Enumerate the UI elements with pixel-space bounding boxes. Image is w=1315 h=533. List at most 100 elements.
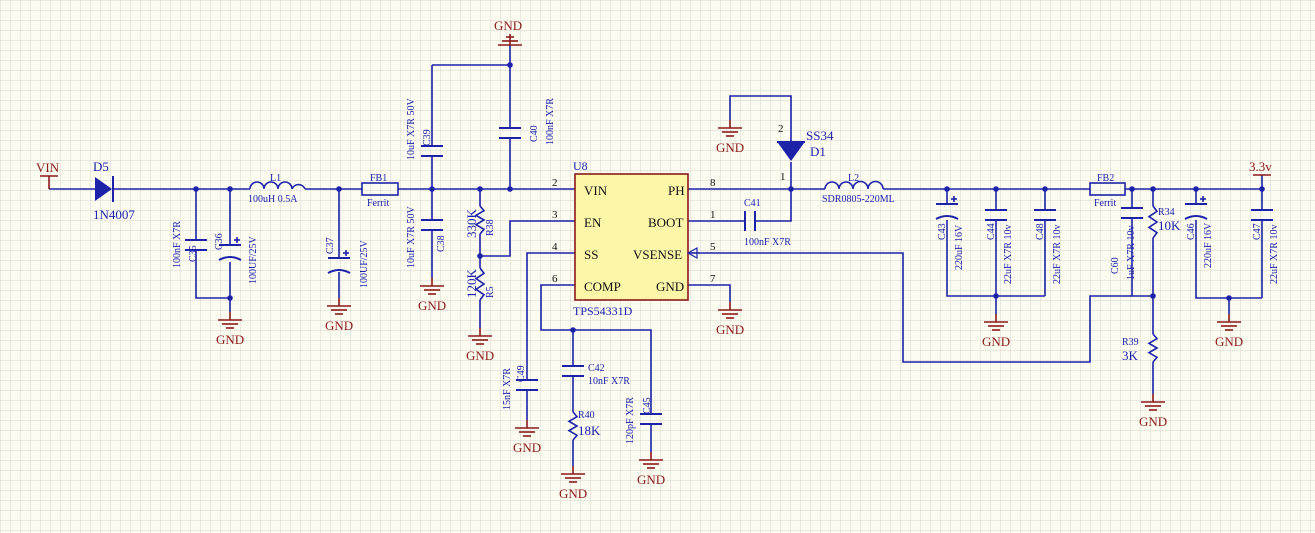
- svg-text:FB1: FB1: [370, 173, 387, 184]
- svg-text:1: 1: [780, 171, 786, 183]
- svg-text:5: 5: [710, 241, 716, 253]
- gnd-symbol: GND: [325, 298, 353, 333]
- svg-text:SS34: SS34: [806, 128, 834, 143]
- wires: [49, 45, 1263, 466]
- resistor: [1147, 333, 1159, 363]
- svg-text:22uF X7R 10v: 22uF X7R 10v: [1052, 225, 1063, 284]
- capacitor: [935, 196, 959, 220]
- svg-text:EN: EN: [584, 215, 602, 230]
- capacitor: [640, 413, 662, 425]
- resistor: [474, 205, 486, 235]
- svg-text:C41: C41: [744, 198, 761, 209]
- capacitor: [562, 365, 584, 377]
- svg-text:D1: D1: [810, 144, 826, 159]
- svg-text:100nF X7R: 100nF X7R: [172, 221, 183, 268]
- ic-u8: U8 TPS54331D VIN EN SS COMP PH BOOT VSEN…: [552, 159, 716, 318]
- svg-text:GND: GND: [1215, 334, 1243, 349]
- svg-text:COMP: COMP: [584, 279, 621, 294]
- svg-text:C37: C37: [325, 237, 336, 254]
- svg-text:C35: C35: [188, 245, 199, 262]
- capacitor: [1121, 207, 1143, 219]
- svg-text:GND: GND: [494, 18, 522, 33]
- svg-text:R38: R38: [485, 219, 496, 236]
- capacitor: [499, 127, 521, 139]
- svg-text:3K: 3K: [1122, 348, 1139, 363]
- svg-text:22uF X7R 10v: 22uF X7R 10v: [1003, 225, 1014, 284]
- svg-text:C39: C39: [422, 129, 433, 146]
- gnd-symbol-top: GND: [494, 18, 522, 46]
- svg-text:3: 3: [552, 209, 558, 221]
- svg-text:GND: GND: [716, 140, 744, 155]
- svg-text:VIN: VIN: [584, 183, 608, 198]
- vin-port: VIN: [36, 160, 60, 189]
- svg-text:SDR0805-220ML: SDR0805-220ML: [822, 194, 895, 205]
- gnd-symbol: GND: [418, 278, 446, 313]
- svg-text:10K: 10K: [1158, 218, 1181, 233]
- svg-text:1N4007: 1N4007: [93, 207, 135, 222]
- gnd-symbol: GND: [716, 120, 744, 155]
- svg-text:10uF X7R 50V: 10uF X7R 50V: [406, 206, 417, 268]
- resistors: [474, 205, 1159, 441]
- svg-text:C38: C38: [436, 235, 447, 252]
- capacitor: [1251, 209, 1273, 221]
- capacitor-c41: [744, 211, 756, 231]
- gnd-symbol: GND: [982, 314, 1010, 349]
- svg-text:R34: R34: [1158, 207, 1175, 218]
- svg-text:100uH 0.5A: 100uH 0.5A: [248, 194, 298, 205]
- svg-text:VSENSE: VSENSE: [633, 247, 682, 262]
- svg-text:2: 2: [552, 177, 558, 189]
- gnd-symbol: GND: [559, 466, 587, 501]
- svg-text:C60: C60: [1110, 257, 1121, 274]
- svg-text:C46: C46: [1186, 223, 1197, 240]
- svg-text:3.3v: 3.3v: [1249, 159, 1272, 174]
- svg-text:15nF X7R: 15nF X7R: [502, 368, 513, 410]
- gnd-symbol: GND: [216, 312, 244, 347]
- svg-text:VIN: VIN: [36, 160, 60, 175]
- svg-text:6: 6: [552, 273, 558, 285]
- svg-text:C44: C44: [986, 223, 997, 240]
- capacitor: [1184, 196, 1208, 220]
- svg-text:Ferrit: Ferrit: [1094, 198, 1116, 209]
- svg-text:GND: GND: [656, 279, 684, 294]
- vout-port: 3.3v: [1249, 159, 1272, 176]
- svg-text:GND: GND: [418, 298, 446, 313]
- svg-text:220uF 16V: 220uF 16V: [1203, 222, 1214, 268]
- capacitor: [327, 250, 351, 274]
- ferrite-fb1: FB1 Ferrit: [361, 173, 399, 209]
- junctions: [193, 62, 1265, 333]
- svg-text:100nF X7R: 100nF X7R: [744, 237, 791, 248]
- capacitor: [516, 379, 538, 391]
- ferrite-fb2: FB2 Ferrit: [1089, 173, 1126, 209]
- svg-text:C40: C40: [529, 125, 540, 142]
- gnd-symbol: GND: [637, 452, 665, 487]
- svg-text:100UF/25V: 100UF/25V: [248, 235, 259, 284]
- svg-text:C43: C43: [937, 223, 948, 240]
- resistor: [567, 411, 579, 441]
- svg-text:TPS54331D: TPS54331D: [573, 304, 633, 318]
- gnd-symbol: GND: [716, 302, 744, 337]
- svg-text:GND: GND: [982, 334, 1010, 349]
- inductor-l2: L2 SDR0805-220ML: [822, 173, 895, 205]
- svg-text:10nF X7R: 10nF X7R: [588, 376, 630, 387]
- svg-text:1: 1: [710, 209, 716, 221]
- svg-text:C42: C42: [588, 363, 605, 374]
- svg-text:10uF X7R 50V: 10uF X7R 50V: [406, 98, 417, 160]
- gnd-symbol: GND: [1215, 314, 1243, 349]
- svg-text:7: 7: [710, 273, 716, 285]
- svg-text:120K: 120K: [464, 269, 479, 299]
- gnd-symbol: GND: [1139, 394, 1167, 429]
- svg-text:4: 4: [552, 241, 558, 253]
- svg-text:GND: GND: [216, 332, 244, 347]
- capacitor: [985, 209, 1007, 221]
- capacitor: [185, 239, 207, 251]
- capacitor: [1034, 209, 1056, 221]
- svg-text:L1: L1: [270, 173, 281, 184]
- svg-text:D5: D5: [93, 159, 109, 174]
- capacitor: [421, 219, 443, 231]
- svg-text:R5: R5: [485, 286, 496, 298]
- resistor: [474, 267, 486, 301]
- svg-text:L2: L2: [848, 173, 859, 184]
- resistor: [1147, 205, 1159, 239]
